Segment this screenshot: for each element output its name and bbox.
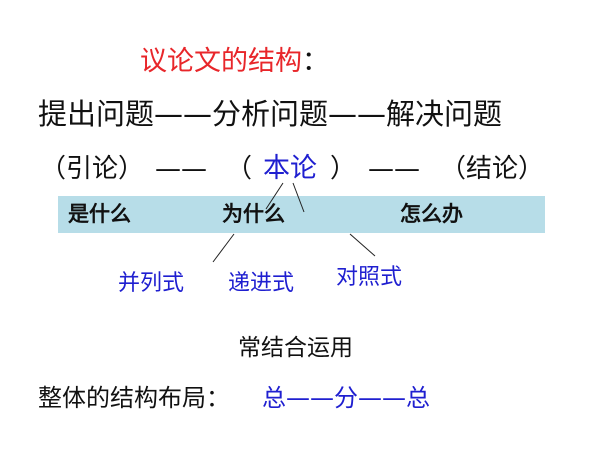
form-parallel: 并列式	[118, 271, 185, 296]
process-line: 提出问题——分析问题——解决问题	[38, 97, 503, 131]
band-item-why: 为什么	[222, 202, 285, 226]
part-introduction: （引论）	[40, 154, 145, 184]
slide-title: 议论文的结构：	[140, 48, 329, 75]
band-item-how: 怎么办	[400, 202, 463, 226]
question-band: 是什么 为什么 怎么办	[58, 196, 545, 233]
overall-layout-pattern: 总——分——总	[262, 384, 430, 412]
part-open-paren: （	[226, 154, 253, 184]
combination-note: 常结合运用	[238, 335, 353, 361]
form-contrast: 对照式	[336, 265, 403, 290]
part-conclusion: （结论）	[440, 154, 545, 184]
connector-why-right	[349, 233, 376, 257]
form-progressive: 递进式	[228, 271, 295, 296]
slide-title-text: 议论文的结构	[140, 46, 302, 77]
overall-layout-label: 整体的结构布局：	[38, 384, 230, 412]
part-close-paren: ）	[330, 154, 357, 184]
connector-why-left	[212, 233, 235, 263]
part-dash-1: ——	[155, 154, 207, 184]
band-item-what: 是什么	[68, 202, 131, 226]
slide-title-colon: ：	[302, 46, 329, 77]
part-body: 本论	[263, 153, 317, 184]
part-dash-2: ——	[368, 154, 420, 184]
